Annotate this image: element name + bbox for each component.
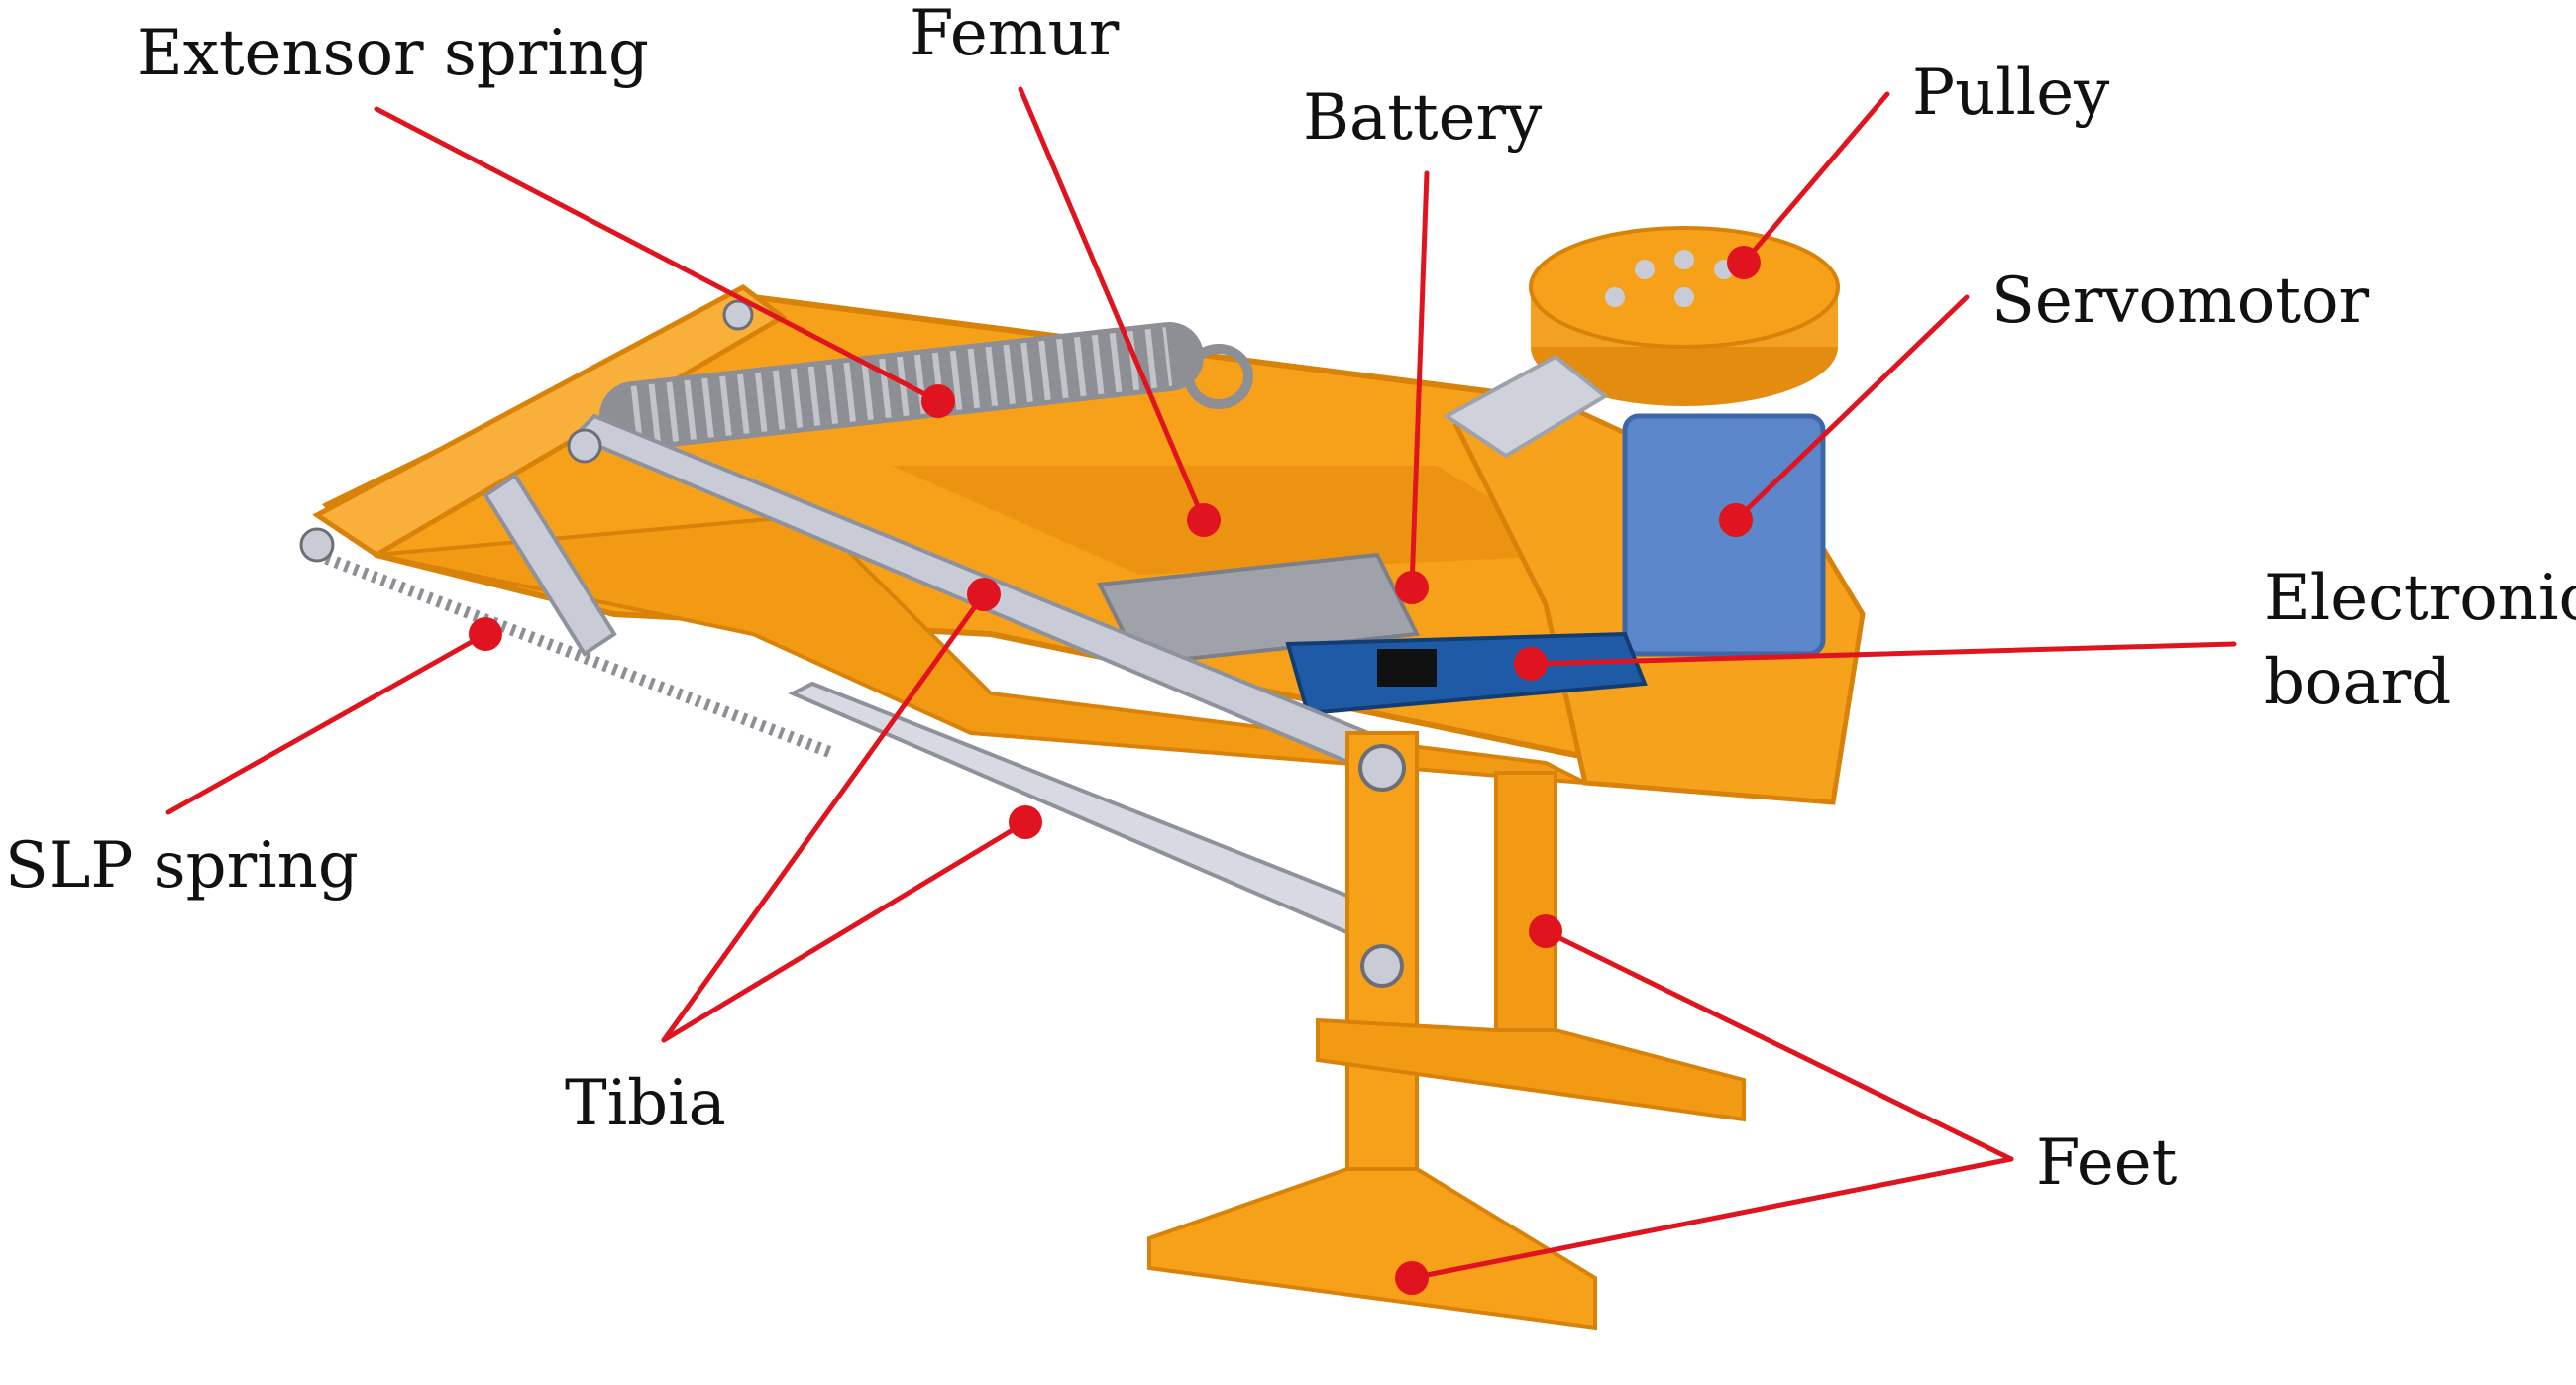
dot-feet-1 <box>1529 914 1562 948</box>
femur-upper-link <box>312 284 788 558</box>
label-extensor-spring: Extensor spring <box>137 17 649 90</box>
dot-tibia-1 <box>967 578 1001 611</box>
rear-leg <box>1316 771 1746 1122</box>
dot-electronic-board <box>1514 647 1548 681</box>
labels: Extensor spring Femur Battery Pulley Ser… <box>5 0 2576 1200</box>
motor-bracket <box>1443 354 1609 459</box>
callout-dots <box>469 246 1761 1295</box>
leader-pulley <box>1741 91 1890 266</box>
dot-battery <box>1395 571 1429 604</box>
pulley-screw <box>1605 287 1625 307</box>
leader-servomotor <box>1733 294 1970 523</box>
leader-feet-2 <box>1409 1156 2014 1281</box>
robot-illustration <box>299 226 1866 1331</box>
servomotor-body <box>1622 413 1826 657</box>
front-leg <box>1147 731 1597 1331</box>
leader-lines <box>165 86 2237 1281</box>
leader-slp-spring <box>165 631 488 815</box>
dot-tibia-2 <box>1009 805 1042 839</box>
label-battery: Battery <box>1303 81 1542 155</box>
leader-tibia-2 <box>661 819 1028 1043</box>
label-slp-spring: SLP spring <box>5 829 359 903</box>
label-pulley: Pulley <box>1912 56 2109 130</box>
slp-spring <box>314 549 835 759</box>
joint-pin <box>722 299 754 331</box>
leader-extensor-spring <box>374 106 941 404</box>
label-feet: Feet <box>2036 1126 2178 1200</box>
pulley-screw <box>1674 250 1694 269</box>
label-tibia: Tibia <box>565 1067 726 1140</box>
dot-extensor-spring <box>921 384 955 418</box>
label-electronic-board-line2: board <box>2264 646 2451 719</box>
pulley-screw <box>1635 260 1655 279</box>
leader-feet-1 <box>1543 928 2014 1162</box>
extensor-spring <box>599 322 1253 451</box>
label-femur: Femur <box>910 0 1120 70</box>
label-electronic-board-line1: Electronic <box>2264 562 2576 635</box>
board-chip <box>1377 649 1437 687</box>
leader-battery <box>1409 170 1430 590</box>
leader-electronic-board <box>1528 641 2237 667</box>
joint-pin <box>567 428 602 464</box>
dot-feet-2 <box>1395 1261 1429 1295</box>
joint-pin <box>299 527 335 563</box>
dot-slp-spring <box>469 617 502 651</box>
label-servomotor: Servomotor <box>1991 265 2369 338</box>
dot-servomotor <box>1719 503 1753 537</box>
dot-pulley <box>1727 246 1761 279</box>
dot-femur <box>1187 503 1221 537</box>
pulley-screw <box>1674 287 1694 307</box>
tibia-short-link <box>483 473 617 657</box>
leader-femur <box>1018 86 1207 523</box>
leader-tibia-1 <box>661 591 987 1043</box>
